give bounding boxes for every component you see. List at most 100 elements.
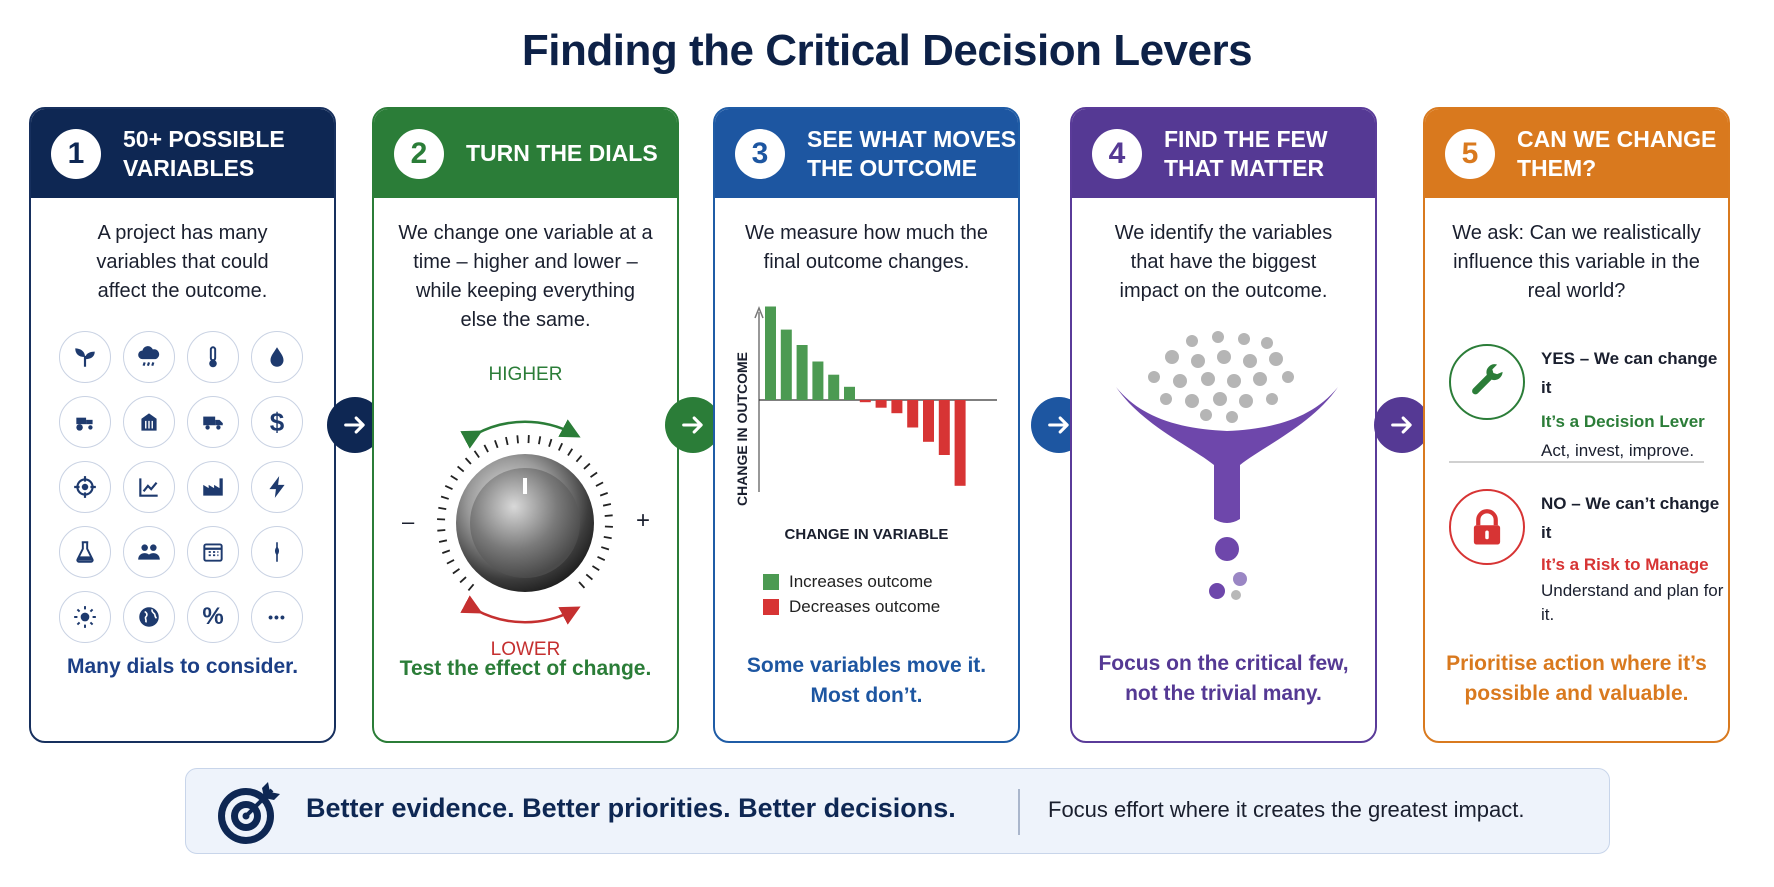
step-card-5: 5 CAN WE CHANGE THEM? We ask: Can we rea… bbox=[1423, 107, 1730, 743]
dial-tick bbox=[467, 583, 475, 591]
chart-bar bbox=[796, 345, 808, 400]
step-footer-2: Test the effect of change. bbox=[399, 657, 652, 680]
dial-tick bbox=[578, 581, 586, 589]
dial-higher-label: HIGHER bbox=[488, 364, 563, 385]
chart-bar bbox=[875, 400, 887, 408]
step-heading-5: CAN WE CHANGE THEM? bbox=[1517, 125, 1717, 181]
chart-bar bbox=[923, 400, 934, 442]
thermometer-icon bbox=[187, 331, 239, 383]
dial-tick bbox=[603, 536, 612, 540]
rain-cloud-icon bbox=[123, 331, 175, 383]
sensitivity-bar-chart: CHANGE IN OUTCOME bbox=[735, 305, 997, 506]
chart-bar bbox=[954, 400, 966, 486]
chart-bar bbox=[780, 329, 792, 400]
dial-tick bbox=[473, 450, 480, 458]
dial-tick bbox=[437, 529, 446, 532]
dial-ticks bbox=[437, 435, 613, 591]
step-description-3: We measure how much the final outcome ch… bbox=[744, 222, 989, 273]
dial-tick bbox=[494, 439, 499, 449]
arrow-right-icon bbox=[1391, 416, 1412, 434]
trend-chart-icon bbox=[123, 461, 175, 513]
calendar-icon bbox=[187, 526, 239, 578]
dial-tick bbox=[597, 555, 606, 562]
x-axis-label: CHANGE IN VARIABLE bbox=[784, 526, 949, 543]
chart-bar bbox=[938, 400, 950, 455]
step-number-2: 2 bbox=[394, 128, 444, 179]
chart-bars bbox=[765, 306, 966, 486]
yes-title: YES – We can change it bbox=[1541, 349, 1718, 397]
dial-tick bbox=[567, 448, 574, 457]
chart-bar bbox=[859, 400, 871, 403]
step-card-3: 3 SEE WHAT MOVES THE OUTCOME We measure … bbox=[713, 107, 1020, 743]
location-pin-icon bbox=[251, 526, 303, 578]
yes-detail: Act, invest, improve. bbox=[1541, 441, 1695, 460]
wrench-icon bbox=[1449, 344, 1525, 420]
dial-graphic bbox=[437, 419, 613, 625]
dial-tick bbox=[538, 436, 542, 445]
dial-tick bbox=[599, 492, 609, 497]
step-heading-4: FIND THE FEW THAT MATTER bbox=[1164, 125, 1328, 181]
summary-banner: Better evidence. Better priorities. Bett… bbox=[185, 768, 1610, 854]
dial-tick bbox=[557, 442, 564, 451]
dial-tick bbox=[585, 573, 593, 581]
flask-icon bbox=[59, 526, 111, 578]
no-title: NO – We can’t change it bbox=[1541, 494, 1720, 542]
water-drop-icon bbox=[251, 331, 303, 383]
chart-bar bbox=[765, 306, 776, 400]
dial-tick bbox=[441, 549, 451, 554]
no-detail: Understand and plan for it. bbox=[1541, 581, 1724, 624]
step-number-4: 4 bbox=[1092, 128, 1142, 179]
step-header-3: 3 SEE WHAT MOVES THE OUTCOME bbox=[715, 109, 1018, 198]
flow-arrow-2 bbox=[665, 397, 721, 453]
legend-decrease: Decreases outcome bbox=[763, 597, 940, 617]
dial-tick bbox=[438, 539, 448, 543]
chart-bar bbox=[907, 400, 919, 428]
percent-icon: % bbox=[187, 591, 239, 643]
dial-tick bbox=[575, 455, 583, 463]
legend-increase: Increases outcome bbox=[763, 572, 933, 592]
dial-tick bbox=[591, 565, 600, 572]
globe-icon bbox=[123, 591, 175, 643]
step-heading-2: TURN THE DIALS bbox=[466, 140, 658, 166]
dial-tick bbox=[583, 462, 591, 470]
y-axis-label: CHANGE IN OUTCOME bbox=[735, 352, 750, 506]
step-header-1: 1 50+ POSSIBLE VARIABLES bbox=[31, 109, 334, 198]
option-no: NO – We can’t change it It’s a Risk to M… bbox=[1449, 489, 1723, 624]
dial-tick bbox=[548, 438, 553, 447]
dial-tick bbox=[602, 503, 612, 507]
dial-tick bbox=[457, 465, 465, 473]
dial-lower-label: LOWER bbox=[490, 639, 561, 660]
funnel-graphic bbox=[1116, 331, 1338, 600]
factory-icon bbox=[187, 461, 239, 513]
step-card-4: 4 FIND THE FEW THAT MATTER We identify t… bbox=[1070, 107, 1377, 743]
step-footer-1: Many dials to consider. bbox=[66, 655, 299, 678]
dial-tick bbox=[459, 576, 467, 584]
arrow-right-icon bbox=[682, 416, 703, 434]
dial-tick bbox=[604, 514, 613, 517]
legend-swatch-red bbox=[763, 599, 779, 615]
step-card-1: 1 50+ POSSIBLE VARIABLES A project has m… bbox=[29, 107, 336, 743]
step-footer-3: Some variables move it. Most don’t. bbox=[746, 654, 987, 707]
dial-tick bbox=[516, 435, 519, 444]
padlock-icon bbox=[1449, 489, 1525, 565]
dial-tick bbox=[505, 436, 509, 446]
step-header-4: 4 FIND THE FEW THAT MATTER bbox=[1072, 109, 1375, 198]
dial-minus-sign: – bbox=[402, 509, 415, 534]
banner-divider bbox=[1018, 789, 1020, 835]
banner-main-text: Better evidence. Better priorities. Bett… bbox=[306, 793, 956, 823]
dial-tick bbox=[590, 471, 598, 478]
step-header-5: 5 CAN WE CHANGE THEM? bbox=[1425, 109, 1728, 198]
dollar-icon: $ bbox=[251, 396, 303, 448]
truck-icon bbox=[187, 396, 239, 448]
step-header-2: 2 TURN THE DIALS bbox=[374, 109, 677, 198]
arrow-right-icon bbox=[344, 416, 365, 434]
step-heading-3: SEE WHAT MOVES THE OUTCOME bbox=[807, 125, 1017, 181]
dial-plus-sign: + bbox=[636, 507, 651, 534]
dial-tick bbox=[438, 506, 447, 510]
variable-icon-grid: $ % ••• bbox=[59, 331, 315, 643]
legend-swatch-green bbox=[763, 574, 779, 590]
dial-tick bbox=[464, 457, 472, 465]
chart-bar bbox=[828, 374, 840, 400]
target-icon bbox=[59, 461, 111, 513]
dial-tick bbox=[601, 546, 610, 551]
